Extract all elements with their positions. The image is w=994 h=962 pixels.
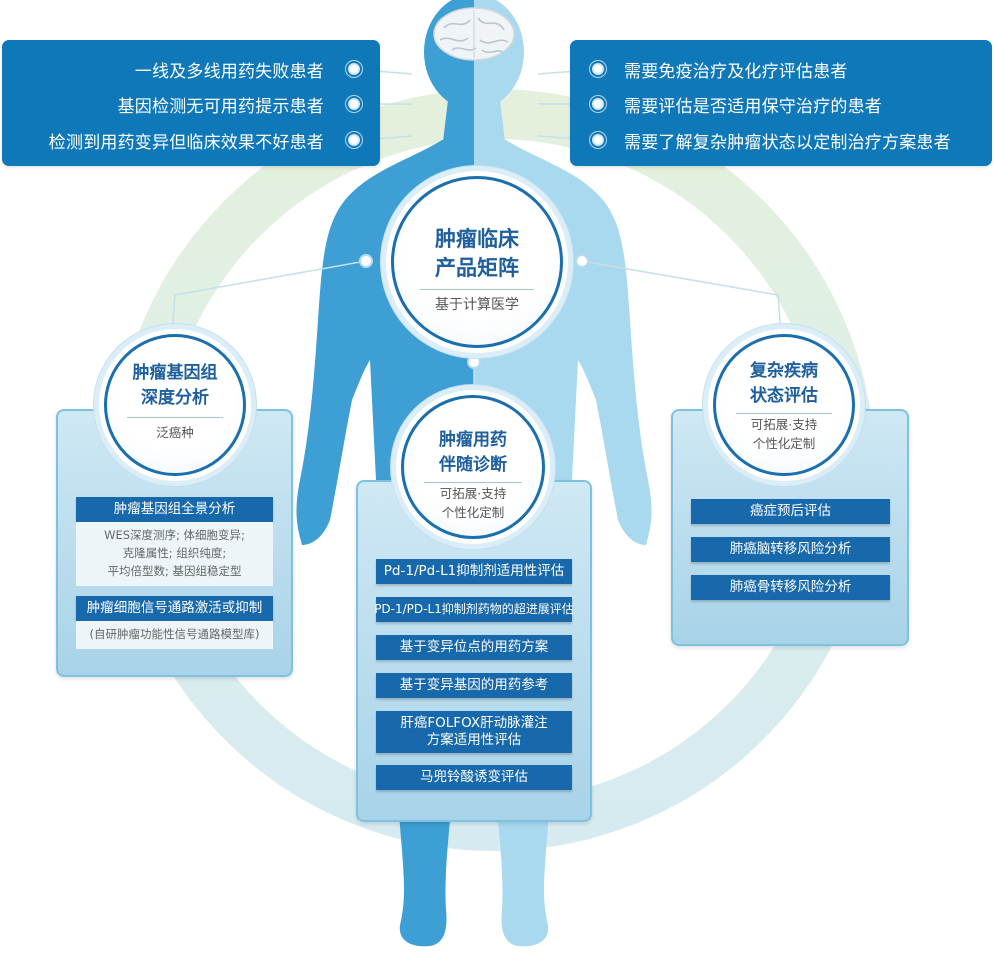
bullet-icon [592,63,604,75]
genomics-circle: 肿瘤基因组 深度分析 泛癌种 [104,334,246,476]
connector-dot [575,254,589,268]
patient-row: 基因检测无可用药提示患者 [118,91,360,117]
connector-dot [467,355,481,369]
title-line: 产品矩阵 [435,256,519,280]
genomics-item-landscape-desc: WES深度测序; 体细胞变异; 克隆属性; 组织纯度; 平均倍型数; 基因组稳定… [76,522,273,586]
bullet-icon [592,98,604,110]
patient-row: 检测到用药变异但临床效果不好患者 [49,127,360,153]
cdx-panel: Pd-1/Pd-L1抑制剂适用性评估 PD-1/PD-L1抑制剂药物的超进展评估… [356,480,592,822]
desc-line: 平均倍型数; 基因组稳定型 [107,564,242,578]
bullet-icon [348,63,360,75]
cdx-item-line: 肝癌FOLFOX肝动脉灌注 [400,715,548,731]
divider [127,417,223,418]
title-line: 肿瘤临床 [435,227,519,251]
cdx-item: 肝癌FOLFOX肝动脉灌注 方案适用性评估 [376,711,572,753]
title-line: 状态评估 [750,386,818,406]
complex-subtitle: 可拓展·支持 个性化定制 [716,415,852,453]
product-matrix-circle: 肿瘤临床 产品矩阵 基于计算医学 [391,176,563,348]
cdx-item: 基于变异基因的用药参考 [376,673,572,698]
patient-row: 需要评估是否适用保守治疗的患者 [592,91,882,117]
patient-label: 一线及多线用药失败患者 [134,61,324,82]
subtitle-line: 可拓展·支持 [750,417,818,432]
patient-label: 需要评估是否适用保守治疗的患者 [624,96,882,117]
subtitle-line: 个性化定制 [752,436,816,451]
patient-row: 需要了解复杂肿瘤状态以定制治疗方案患者 [592,127,951,153]
complex-item: 肺癌骨转移风险分析 [691,575,890,600]
divider [420,289,534,290]
cdx-item: Pd-1/Pd-L1抑制剂适用性评估 [376,559,572,584]
bullet-icon [592,134,604,146]
cdx-item: 马兜铃酸诱变评估 [376,765,572,790]
genomics-subtitle: 泛癌种 [156,425,194,440]
subtitle-line: 可拓展·支持 [439,486,507,501]
connector-dot [359,254,373,268]
product-matrix-title: 肿瘤临床 产品矩阵 [394,225,560,283]
title-line: 肿瘤用药 [439,430,507,450]
cdx-item-line: 方案适用性评估 [426,732,522,748]
complex-item: 癌症预后评估 [691,499,890,524]
genomics-item-pathway-desc: (自研肿瘤功能性信号通路模型库) [76,621,273,649]
brain-icon [433,7,515,61]
product-matrix-subtitle: 基于计算医学 [435,297,519,313]
cdx-item: 基于变异位点的用药方案 [376,635,572,660]
desc-line: 克隆属性; 组织纯度; [122,546,227,560]
divider [424,482,522,483]
cdx-circle: 肿瘤用药 伴随诊断 可拓展·支持 个性化定制 [401,395,545,539]
patient-label: 需要免疫治疗及化疗评估患者 [624,61,848,82]
genomics-item-pathway: 肿瘤细胞信号通路激活或抑制 [76,596,273,621]
patient-group-right: 需要免疫治疗及化疗评估患者 需要评估是否适用保守治疗的患者 需要了解复杂肿瘤状态… [570,40,992,166]
desc-line: (自研肿瘤功能性信号通路模型库) [89,627,260,641]
complex-circle: 复杂疾病 状态评估 可拓展·支持 个性化定制 [713,334,855,476]
genomics-title: 肿瘤基因组 深度分析 [107,361,243,411]
divider [736,413,832,414]
bullet-icon [348,98,360,110]
cdx-item: PD-1/PD-L1抑制剂药物的超进展评估 [374,597,574,622]
title-line: 伴随诊断 [439,455,507,475]
title-line: 肿瘤基因组 [132,363,218,383]
patient-label: 基因检测无可用药提示患者 [117,96,324,117]
patient-label: 检测到用药变异但临床效果不好患者 [48,132,324,153]
subtitle-line: 个性化定制 [441,505,505,520]
cdx-title: 肿瘤用药 伴随诊断 [404,428,542,478]
title-line: 深度分析 [141,388,209,408]
desc-line: WES深度测序; 体细胞变异; [104,528,245,542]
patient-label: 需要了解复杂肿瘤状态以定制治疗方案患者 [624,132,951,153]
patient-row: 需要免疫治疗及化疗评估患者 [592,56,848,82]
complex-panel: 癌症预后评估 肺癌脑转移风险分析 肺癌骨转移风险分析 [671,409,909,646]
genomics-item-landscape: 肿瘤基因组全景分析 [76,497,273,522]
complex-title: 复杂疾病 状态评估 [716,359,852,409]
bullet-icon [348,134,360,146]
cdx-subtitle: 可拓展·支持 个性化定制 [404,484,542,522]
complex-item: 肺癌脑转移风险分析 [691,537,890,562]
patient-row: 一线及多线用药失败患者 [135,56,360,82]
patient-group-left: 一线及多线用药失败患者 基因检测无可用药提示患者 检测到用药变异但临床效果不好患… [2,40,380,166]
title-line: 复杂疾病 [750,361,818,381]
